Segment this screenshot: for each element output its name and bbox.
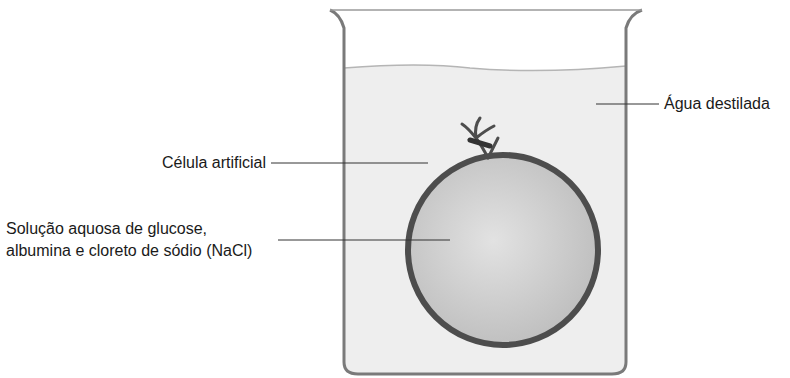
- leader-line: [596, 104, 659, 105]
- part-label: Célula artificial: [162, 152, 266, 174]
- leader-line: [271, 163, 428, 164]
- part-label: Água destilada: [664, 93, 770, 115]
- distilled-water: [344, 65, 626, 374]
- beaker-outline: [330, 10, 642, 374]
- knot-tie: [470, 140, 490, 146]
- artificial-cell: [408, 155, 598, 345]
- leader-line: [278, 240, 450, 241]
- cell-knot: [462, 118, 498, 158]
- water-surface: [344, 65, 626, 71]
- beaker-rim: [330, 9, 642, 11]
- part-label: Solução aquosa de glucose, albumina e cl…: [6, 218, 273, 262]
